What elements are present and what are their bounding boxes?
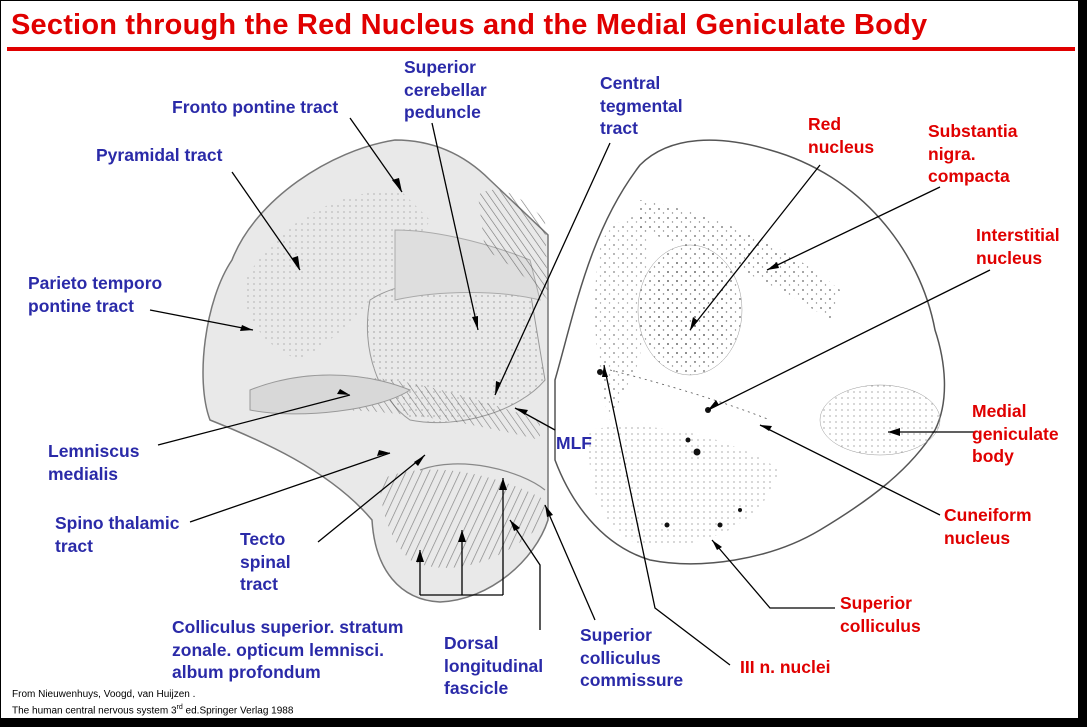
label-pyramidal-tract: Pyramidal tract (96, 145, 223, 165)
label-mlf: MLF (556, 433, 592, 453)
label-fronto-pontine-tract: Fronto pontine tract (172, 97, 339, 117)
page-title: Section through the Red Nucleus and the … (11, 9, 928, 41)
source-credit: From Nieuwenhuys, Voogd, van Huijzen . T… (12, 688, 293, 717)
right-section (554, 139, 946, 565)
leader-lines (149, 117, 991, 666)
arrowheads (240, 178, 900, 562)
credit-line-2: The human central nervous system 3rd ed.… (12, 704, 294, 717)
label-iii-n-nuclei: III n. nuclei (740, 657, 831, 677)
credit-line-1: From Nieuwenhuys, Voogd, van Huijzen . (12, 689, 196, 700)
title-underline (7, 47, 1075, 51)
